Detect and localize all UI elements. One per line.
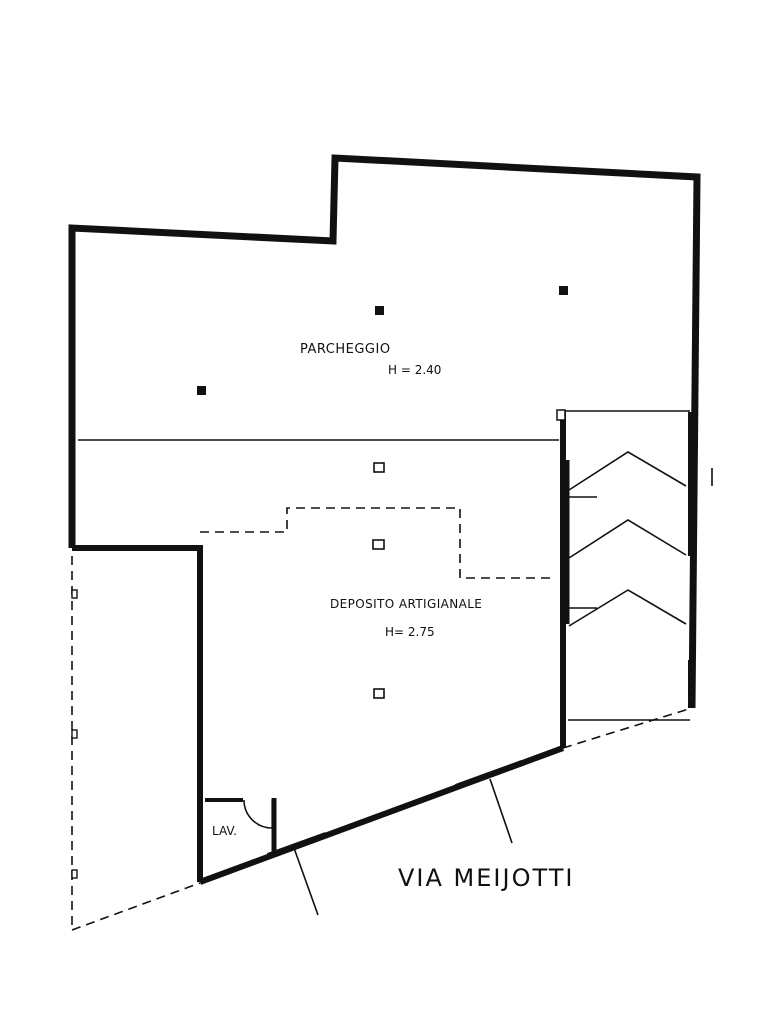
column-2 bbox=[559, 286, 568, 295]
outer-wall bbox=[68, 154, 701, 709]
column-5 bbox=[372, 539, 385, 550]
room-label-washroom: LAV. bbox=[212, 824, 237, 838]
boundary-street-right bbox=[562, 707, 693, 749]
column-1 bbox=[375, 306, 384, 315]
street-label: VIA MEIJOTTI bbox=[398, 864, 574, 892]
front-opening-right-2 bbox=[547, 746, 563, 755]
street-pointer-right bbox=[489, 778, 513, 844]
inner-wall-left bbox=[72, 545, 203, 882]
room-height-parking: H = 2.40 bbox=[388, 363, 441, 377]
column-6 bbox=[373, 688, 385, 699]
room-label-parking: PARCHEGGIO bbox=[300, 342, 391, 357]
room-label-deposit: DEPOSITO ARTIGIANALE bbox=[330, 597, 482, 611]
column-3 bbox=[197, 386, 206, 395]
room-height-deposit: H= 2.75 bbox=[385, 625, 435, 639]
street-pointer-left bbox=[293, 847, 319, 916]
mezzanine-outline bbox=[200, 507, 555, 579]
washroom bbox=[205, 798, 277, 852]
boundary-bottom bbox=[71, 882, 201, 931]
front-opening-right bbox=[454, 760, 524, 790]
boundary-marks bbox=[71, 589, 78, 879]
ramp-area bbox=[556, 409, 713, 721]
column-4 bbox=[373, 462, 385, 473]
front-opening-left bbox=[266, 832, 328, 859]
